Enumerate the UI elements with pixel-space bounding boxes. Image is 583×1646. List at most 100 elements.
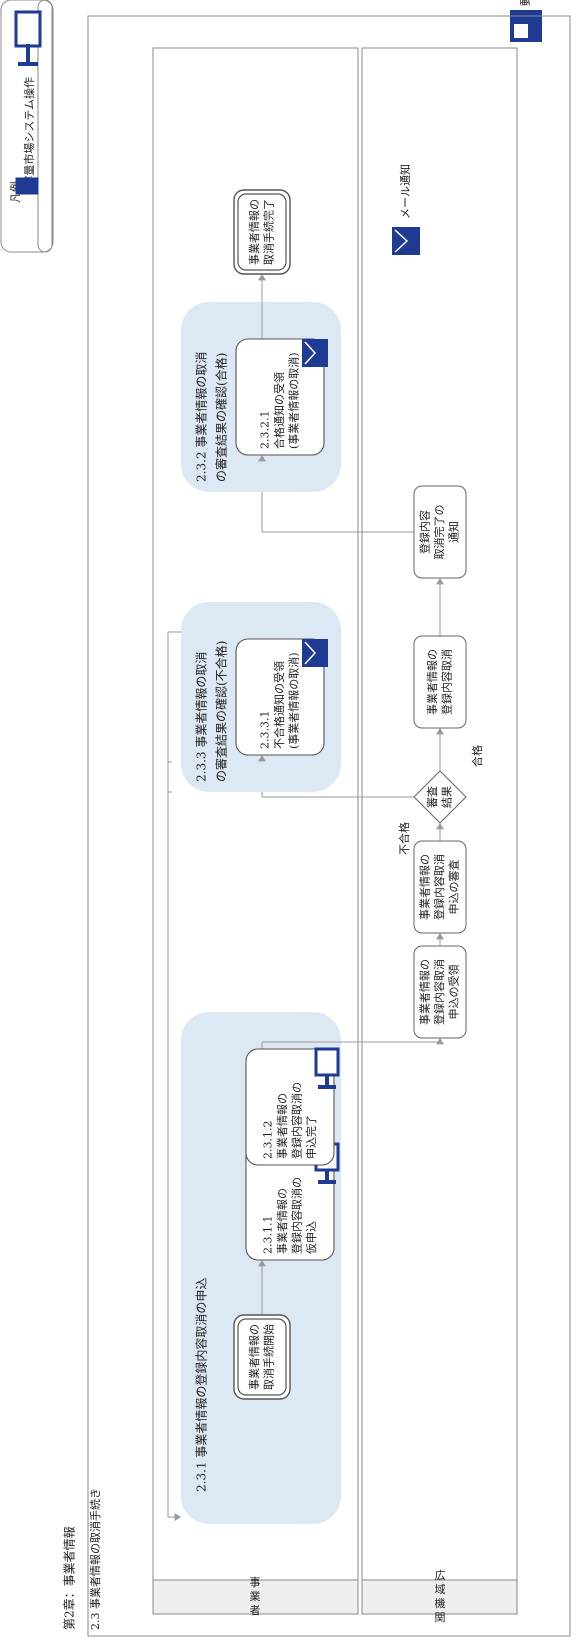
group-title: 2.3.1 事業者情報の登録内容取消の申込 — [194, 1278, 209, 1492]
monitor-neck — [325, 1075, 329, 1085]
monitor-screen — [314, 1047, 340, 1077]
lane-header-operator — [152, 1579, 359, 1615]
process-r2: 事業者情報の登録内容取消申込の審査 — [413, 840, 467, 934]
arrowhead — [436, 1038, 444, 1045]
envelope-body — [15, 177, 39, 195]
post-inner — [514, 24, 528, 38]
lane-label-occto: 関 — [435, 1611, 446, 1624]
node-text-line: 登録内容取消の — [289, 1082, 303, 1159]
monitor-base — [318, 1085, 336, 1089]
branch-label-pass: 合格 — [470, 745, 484, 767]
monitor-icon — [314, 1047, 340, 1089]
node-text-line: 審査 — [425, 786, 439, 808]
task-box — [235, 338, 325, 456]
node-text-line: 登録内容取消 — [439, 649, 453, 715]
node-text-line: 2.3.1.2 — [261, 1121, 274, 1159]
node-text-line: 仮申込 — [305, 1221, 318, 1254]
process-r3: 事業者情報の登録内容取消 — [413, 635, 467, 729]
diagram-frame — [87, 15, 571, 1637]
decision-d1: 審査結果 — [413, 770, 467, 824]
terminal-inner — [237, 193, 287, 271]
arrowhead — [436, 578, 444, 585]
envelope-flap — [394, 229, 409, 253]
node-text-line: 2.3.2.1 — [259, 411, 272, 449]
arrowhead — [436, 728, 444, 735]
chapter-title: 第2章：事業者情報 — [62, 1526, 77, 1630]
monitor-icon — [14, 10, 42, 66]
node-text-line: 取消手続開始 — [261, 1324, 275, 1390]
node-text-line: 事業者情報の — [248, 1324, 261, 1390]
monitor-screen — [14, 10, 42, 48]
legend-label: 郵送 — [518, 0, 532, 6]
lane-label-operator: 者 — [250, 1604, 261, 1617]
node-text-line: 事業者情報の — [248, 199, 261, 265]
node-text-line: (事業者情報の取消) — [287, 652, 301, 749]
node-text-line: 2.3.3.1 — [259, 711, 272, 749]
terminal-inner — [237, 1318, 287, 1396]
group-title: 2.3.2 事業者情報の取消 — [195, 352, 209, 482]
node-text-line: 取消完了の — [432, 505, 446, 560]
group-title: の審査結果の確認(合格) — [214, 353, 229, 482]
node-text-line: 申込の審査 — [447, 860, 461, 915]
lane-label-operator: 事 — [250, 1576, 261, 1589]
node-text-line: 不合格通知の受領 — [272, 661, 286, 749]
node-text-line: 事業者情報の — [419, 854, 432, 920]
legend: 凡例容量市場システム操作郵送メール通知 — [0, 0, 542, 255]
process-box — [413, 635, 467, 729]
node-text-line: 申込完了 — [304, 1115, 318, 1159]
arrowhead — [436, 933, 444, 940]
node-text-line: 通知 — [447, 521, 461, 543]
arrowhead — [258, 455, 266, 462]
lane-label-occto: 機 — [435, 1596, 446, 1610]
node-text-line: 取消手続完了 — [261, 199, 275, 265]
envelope-flap — [304, 341, 317, 365]
monitor-base — [18, 62, 38, 66]
task-box — [245, 1048, 335, 1166]
node-text-line: (事業者情報の取消) — [287, 352, 301, 449]
legend-border — [0, 0, 54, 253]
legend-label: 容量市場システム操作 — [22, 77, 36, 187]
process-box — [413, 485, 467, 579]
arrowhead — [258, 755, 266, 762]
node-text-line: 結果 — [439, 786, 453, 808]
swimlanes: 事業者事業者広域機関広域機関 — [152, 47, 518, 1624]
lane-label-operator: 業 — [250, 1590, 261, 1603]
legend-label: メール通知 — [398, 164, 412, 219]
envelope-flap — [304, 641, 317, 665]
arrowhead — [258, 274, 266, 281]
lane-label-occto: 広 — [435, 1569, 446, 1582]
node-text-line: 事業者情報の — [426, 649, 439, 715]
terminal-end: 事業者情報の取消手続完了 — [233, 189, 291, 275]
terminal-start: 事業者情報の取消手続開始 — [233, 1314, 291, 1400]
monitor-neck — [325, 1170, 329, 1180]
node-text-line: 事業者情報の — [419, 959, 432, 1025]
mail-post-icon — [510, 10, 542, 42]
node-text-line: 登録内容取消 — [432, 959, 446, 1025]
node-text-line: 合格通知の受領 — [272, 372, 286, 449]
envelope-icon — [15, 177, 39, 195]
envelope-icon — [302, 339, 328, 367]
process-r4: 登録内容取消完了の通知 — [413, 485, 467, 579]
arrowhead — [436, 823, 444, 830]
node-text-line: 登録内容 — [418, 510, 432, 554]
envelope-icon — [392, 227, 420, 255]
monitor-base — [318, 1180, 336, 1184]
group-title: の審査結果の確認(不合格) — [214, 641, 229, 782]
section-title: 2.3 事業者情報の取消手続き — [88, 1488, 102, 1630]
node-text-line: 事業者情報の — [276, 1188, 289, 1254]
envelope-icon — [302, 639, 328, 667]
process-box — [413, 945, 467, 1039]
branch-label-fail: 不合格 — [397, 822, 411, 855]
task-box — [235, 638, 325, 756]
process-box — [413, 840, 467, 934]
node-text-line: 登録内容取消 — [432, 854, 446, 920]
lane-header-occto — [361, 1579, 518, 1615]
arrowhead — [258, 1260, 266, 1267]
group-title: 2.3.3 事業者情報の取消 — [195, 652, 209, 782]
